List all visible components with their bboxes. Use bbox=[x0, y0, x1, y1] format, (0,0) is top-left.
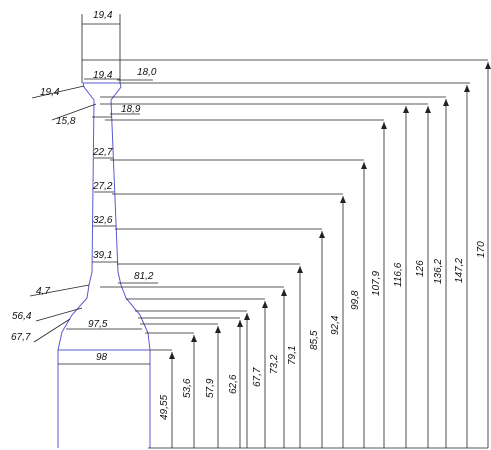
label-base-side-right: 81,2 bbox=[134, 271, 154, 282]
label-neck: 18,9 bbox=[121, 104, 141, 115]
height-label-16: 170 bbox=[476, 241, 487, 258]
height-label-7: 79,1 bbox=[287, 346, 298, 365]
vertical-dimensions bbox=[169, 62, 491, 448]
label-base-side-left: 4,7 bbox=[36, 286, 50, 297]
height-labels: 49,55 53,6 57,9 62,6 67,7 73,2 79,1 85,5… bbox=[159, 241, 487, 420]
height-label-9: 92,4 bbox=[330, 315, 341, 335]
label-w3: 32,6 bbox=[93, 215, 113, 226]
top-box bbox=[81, 14, 121, 83]
height-label-11: 107,9 bbox=[371, 271, 382, 296]
height-label-15: 147,2 bbox=[454, 258, 465, 283]
extension-lines bbox=[57, 350, 151, 448]
height-label-12: 116,6 bbox=[393, 262, 404, 287]
height-label-2: 53,6 bbox=[182, 378, 193, 398]
height-label-13: 126 bbox=[415, 260, 426, 277]
height-label-14: 136,2 bbox=[433, 259, 444, 284]
label-w1: 22,7 bbox=[92, 147, 113, 158]
horizontal-lines bbox=[100, 59, 488, 449]
label-top-side-right: 18,0 bbox=[137, 67, 157, 78]
label-base-mid: 97,5 bbox=[88, 319, 108, 330]
height-label-6: 73,2 bbox=[269, 354, 280, 374]
label-top-overall: 19,4 bbox=[93, 10, 113, 21]
label-base-bottom: 98 bbox=[96, 352, 108, 363]
height-label-1: 49,55 bbox=[159, 395, 170, 420]
height-label-5: 67,7 bbox=[252, 367, 263, 387]
height-label-10: 99,8 bbox=[350, 290, 361, 310]
label-top: 19,4 bbox=[93, 70, 113, 81]
label-w4: 39,1 bbox=[93, 250, 112, 261]
label-base-upper-left: 56,4 bbox=[12, 311, 32, 322]
height-label-4: 62,6 bbox=[228, 374, 239, 394]
width-dimensions bbox=[29, 78, 158, 365]
label-w2: 27,2 bbox=[92, 181, 113, 192]
label-top-side-left: 19,4 bbox=[40, 87, 60, 98]
label-neck-left: 15,8 bbox=[56, 116, 76, 127]
height-label-3: 57,9 bbox=[205, 378, 216, 398]
label-base-lower-left: 67,7 bbox=[11, 332, 31, 343]
height-label-8: 85,5 bbox=[309, 330, 320, 350]
